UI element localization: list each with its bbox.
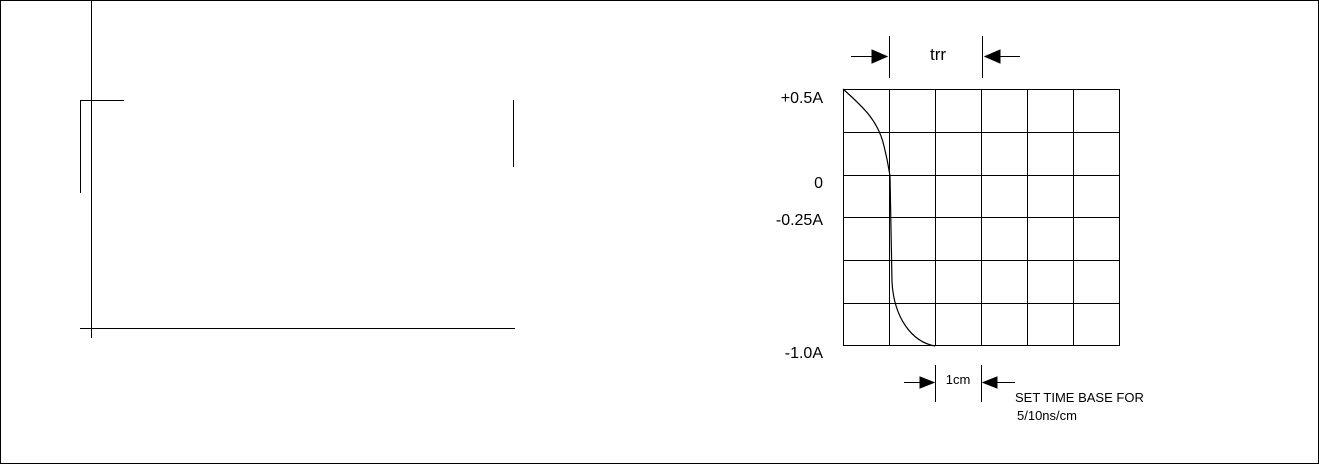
- scale-markers: [904, 365, 1015, 402]
- y-label-bottom: -1.0A: [785, 345, 824, 362]
- recovery-waveform: [842, 88, 936, 347]
- y-label-mid: -0.25A: [776, 212, 823, 229]
- scale-left-arrowhead: [919, 376, 936, 389]
- scale-label: 1cm: [946, 372, 971, 387]
- trr-label: trr: [930, 45, 946, 64]
- trr-markers: [851, 36, 1020, 78]
- scale-right-arrowhead: [981, 376, 998, 389]
- scope-grid: [843, 89, 1120, 346]
- y-label-top: +0.5A: [781, 90, 824, 107]
- left-schematic-lines: [80, 0, 515, 338]
- trr-left-arrowhead: [871, 49, 889, 64]
- y-label-zero: 0: [814, 175, 823, 192]
- time-base-note-line1: SET TIME BASE FOR: [1015, 390, 1144, 405]
- trr-right-arrowhead: [983, 49, 1001, 64]
- time-base-note-line2: 5/10ns/cm: [1017, 408, 1077, 423]
